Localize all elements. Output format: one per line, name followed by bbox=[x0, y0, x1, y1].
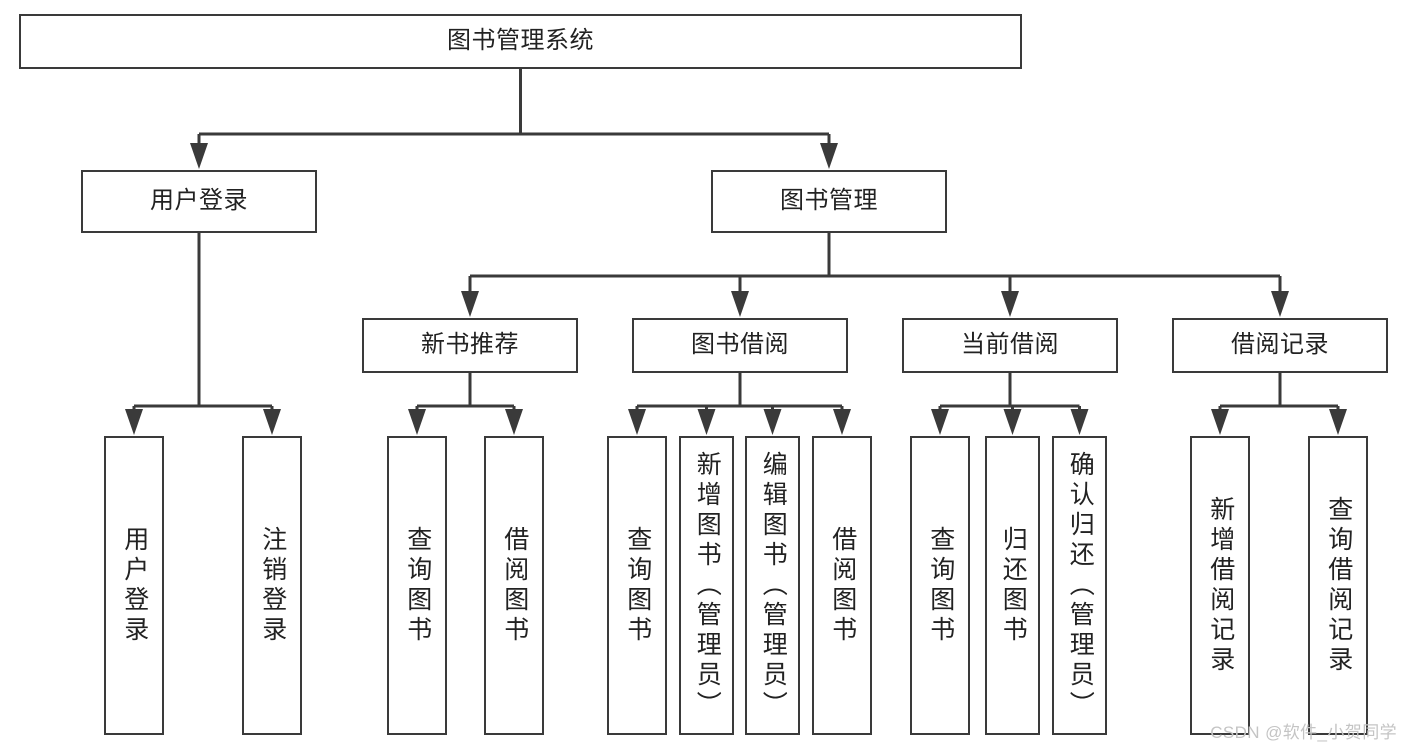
node-leaf-query-book-1[interactable]: 查询图书 bbox=[387, 436, 447, 735]
node-leaf-return-book[interactable]: 归还图书 bbox=[985, 436, 1040, 735]
node-label: 新书推荐 bbox=[421, 331, 519, 359]
node-label: 图书管理 bbox=[780, 187, 878, 215]
node-label: 注销登录 bbox=[258, 525, 287, 646]
node-label: 借阅记录 bbox=[1231, 331, 1329, 359]
node-label: 新增图书（管理员） bbox=[693, 450, 722, 721]
node-leaf-edit-book[interactable]: 编辑图书（管理员） bbox=[745, 436, 800, 735]
node-label: 查询借阅记录 bbox=[1324, 495, 1353, 676]
node-root[interactable]: 图书管理系统 bbox=[19, 14, 1022, 69]
node-leaf-add-book[interactable]: 新增图书（管理员） bbox=[679, 436, 734, 735]
node-leaf-logout[interactable]: 注销登录 bbox=[242, 436, 302, 735]
node-newbook[interactable]: 新书推荐 bbox=[362, 318, 578, 373]
node-label: 图书借阅 bbox=[691, 331, 789, 359]
node-label: 编辑图书（管理员） bbox=[759, 450, 788, 721]
node-label: 查询图书 bbox=[623, 525, 652, 646]
node-borrow[interactable]: 图书借阅 bbox=[632, 318, 848, 373]
node-label: 新增借阅记录 bbox=[1206, 495, 1235, 676]
watermark: CSDN @软件_小贺同学 bbox=[1210, 723, 1397, 742]
node-label: 当前借阅 bbox=[961, 331, 1059, 359]
node-label: 图书管理系统 bbox=[447, 27, 594, 55]
node-login[interactable]: 用户登录 bbox=[81, 170, 317, 233]
node-records[interactable]: 借阅记录 bbox=[1172, 318, 1388, 373]
node-leaf-query-book-3[interactable]: 查询图书 bbox=[910, 436, 970, 735]
node-label: 借阅图书 bbox=[828, 525, 857, 646]
node-label: 查询图书 bbox=[926, 525, 955, 646]
node-leaf-confirm-return[interactable]: 确认归还（管理员） bbox=[1052, 436, 1107, 735]
node-leaf-query-book-2[interactable]: 查询图书 bbox=[607, 436, 667, 735]
node-label: 查询图书 bbox=[403, 525, 432, 646]
node-label: 归还图书 bbox=[999, 525, 1028, 646]
node-label: 用户登录 bbox=[150, 187, 248, 215]
node-leaf-query-record[interactable]: 查询借阅记录 bbox=[1308, 436, 1368, 735]
node-label: 确认归还（管理员） bbox=[1066, 450, 1095, 721]
node-leaf-add-record[interactable]: 新增借阅记录 bbox=[1190, 436, 1250, 735]
node-leaf-borrow-book-1[interactable]: 借阅图书 bbox=[484, 436, 544, 735]
node-bookmgmt[interactable]: 图书管理 bbox=[711, 170, 947, 233]
node-leaf-user-login[interactable]: 用户登录 bbox=[104, 436, 164, 735]
node-leaf-borrow-book-2[interactable]: 借阅图书 bbox=[812, 436, 872, 735]
node-label: 借阅图书 bbox=[500, 525, 529, 646]
node-label: 用户登录 bbox=[120, 525, 149, 646]
node-current[interactable]: 当前借阅 bbox=[902, 318, 1118, 373]
